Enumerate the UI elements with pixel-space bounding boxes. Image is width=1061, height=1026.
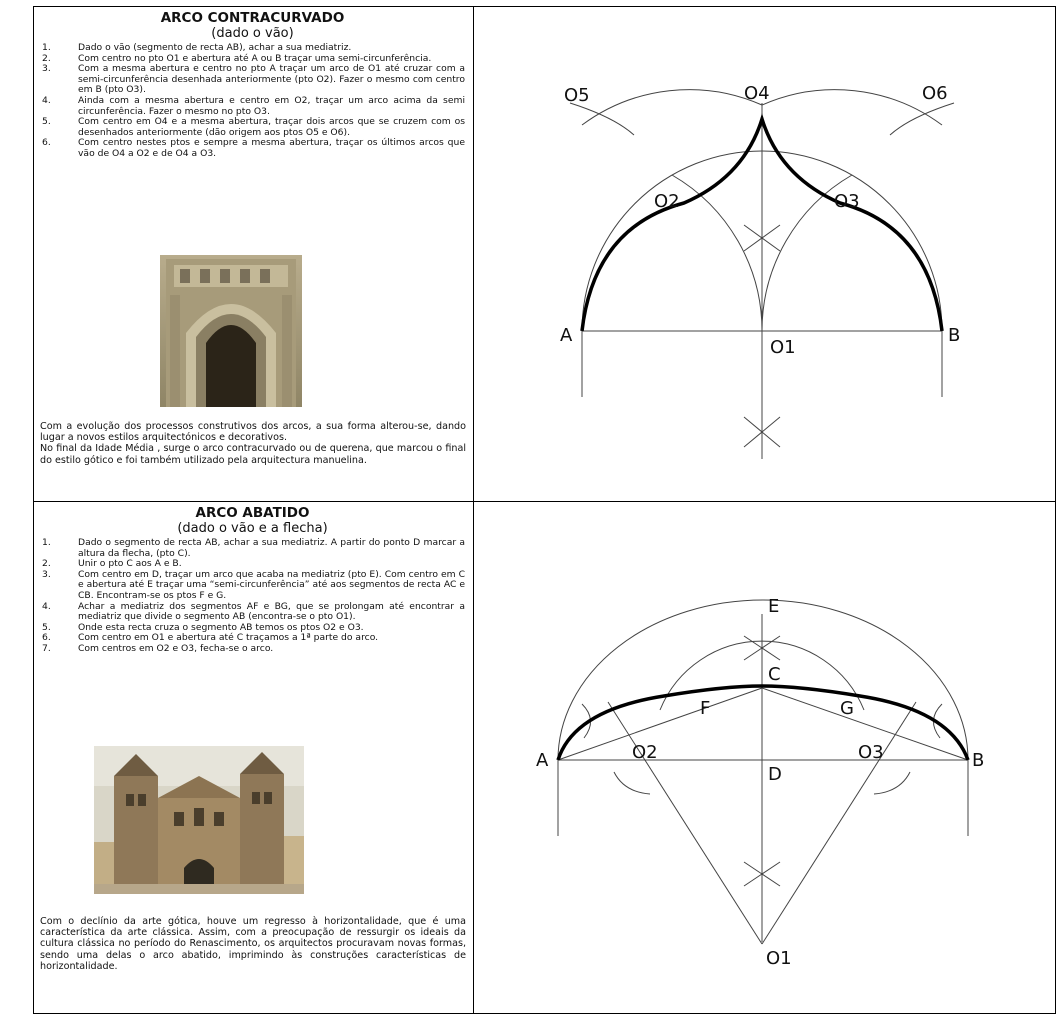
- paragraph: No final da Idade Média , surge o arco c…: [40, 443, 466, 466]
- list-item: 3.Com centro em D, traçar um arco que ac…: [42, 568, 465, 601]
- text-column: ARCO CONTRACURVADO (dado o vão) 1.Dado o…: [34, 7, 474, 501]
- label-o1: O1: [770, 337, 796, 358]
- text-column: ARCO ABATIDO (dado o vão e a flecha) 1.D…: [34, 502, 474, 1013]
- list-item: 1.Dado o segmento de recta AB, achar a s…: [42, 537, 465, 559]
- label-o5: O5: [564, 85, 590, 106]
- section-subtitle: (dado o vão e a flecha): [177, 521, 328, 536]
- drawing-abatido: E C F G A O2 O3 B D O1: [474, 502, 1055, 1013]
- list-item: 7.Com centros em O2 e O3, fecha-se o arc…: [42, 642, 274, 654]
- list-item: 2.Unir o pto C aos A e B.: [42, 558, 182, 570]
- history-text: Com o declínio da arte gótica, houve um …: [40, 916, 466, 972]
- steps-list: 1.Dado o vão (segmento de recta AB), ach…: [40, 42, 465, 160]
- label-c: C: [768, 664, 781, 685]
- label-f: F: [700, 698, 710, 719]
- list-item: 1.Dado o vão (segmento de recta AB), ach…: [42, 42, 352, 53]
- history-text: Com a evolução dos processos construtivo…: [40, 421, 466, 466]
- label-o1: O1: [766, 948, 792, 969]
- label-b: B: [948, 325, 960, 346]
- section-title: ARCO CONTRACURVADO: [160, 10, 345, 26]
- list-item: 6.Com centro em O1 e abertura até C traç…: [42, 632, 379, 644]
- label-e: E: [768, 596, 779, 617]
- label-b: B: [972, 750, 984, 771]
- drawing-contracurvado: O5 O4 O6 O2 O3 A B O1: [474, 7, 1055, 501]
- label-a: A: [560, 325, 573, 346]
- paragraph: Com a evolução dos processos construtivo…: [40, 421, 466, 444]
- label-a: A: [536, 750, 549, 771]
- list-item: 4.Ainda com a mesma abertura e centro em…: [42, 94, 465, 117]
- section-arco-abatido: ARCO ABATIDO (dado o vão e a flecha) 1.D…: [34, 502, 1055, 1013]
- section-arco-contracurvado: ARCO CONTRACURVADO (dado o vão) 1.Dado o…: [34, 7, 1055, 502]
- label-o4: O4: [744, 83, 770, 104]
- section-subtitle: (dado o vão): [211, 26, 294, 41]
- list-item: 2.Com centro no pto O1 e abertura até A …: [42, 52, 432, 64]
- steps-list: 1.Dado o segmento de recta AB, achar a s…: [40, 537, 465, 655]
- list-item: 6.Com centro nestes ptos e sempre a mesm…: [42, 137, 465, 159]
- list-item: 3.Com a mesma abertura e centro no pto A…: [42, 63, 465, 96]
- label-g: G: [840, 698, 854, 719]
- label-o2: O2: [654, 191, 680, 212]
- cathedral-photo: [94, 746, 304, 894]
- label-o3: O3: [834, 191, 860, 212]
- paragraph: Com o declínio da arte gótica, houve um …: [40, 916, 466, 972]
- gothic-portal-photo: [160, 255, 302, 407]
- label-o2: O2: [632, 742, 658, 763]
- list-item: 5.Onde esta recta cruza o segmento AB te…: [42, 621, 364, 633]
- list-item: 4.Achar a mediatriz dos segmentos AF e B…: [42, 600, 465, 623]
- list-item: 5.Com centro em O4 e a mesma abertura, t…: [42, 116, 465, 138]
- worksheet: ARCO CONTRACURVADO (dado o vão) 1.Dado o…: [33, 6, 1056, 1014]
- label-d: D: [768, 764, 782, 785]
- label-o6: O6: [922, 83, 948, 104]
- label-o3: O3: [858, 742, 884, 763]
- section-title: ARCO ABATIDO: [195, 505, 310, 521]
